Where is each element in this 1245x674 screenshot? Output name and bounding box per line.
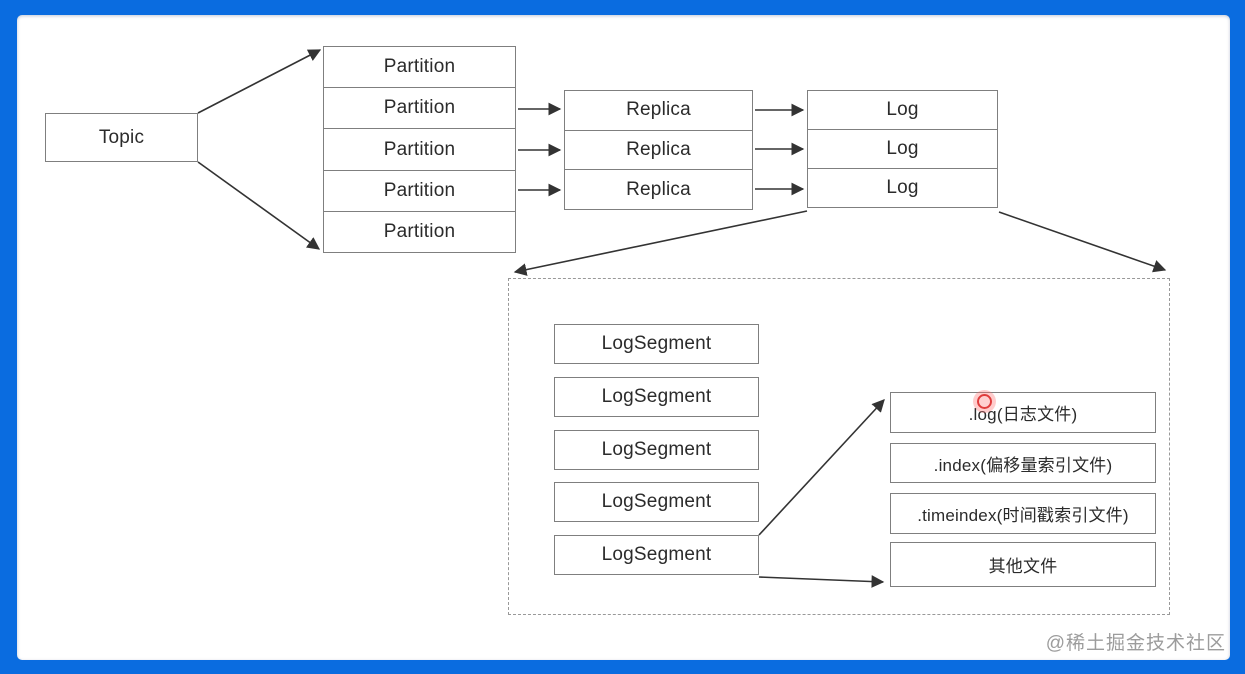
partition-box: Partition <box>324 128 515 169</box>
logsegment-box: LogSegment <box>554 482 759 522</box>
file-box-other: 其他文件 <box>890 542 1156 587</box>
file-box-other-label: 其他文件 <box>988 557 1058 576</box>
partition-box: Partition <box>324 210 515 252</box>
logsegment-box: LogSegment <box>554 535 759 575</box>
file-box-timeindex-label: .timeindex(时间戳索引文件) <box>917 506 1129 525</box>
topic-box: Topic <box>45 113 198 162</box>
partition-box: Partition <box>383 56 456 78</box>
partition-box: Partition <box>324 169 515 211</box>
logsegment-label: LogSegment <box>601 333 712 354</box>
logsegment-box: LogSegment <box>554 377 759 417</box>
logsegment-label: LogSegment <box>601 544 712 565</box>
partition-box: Partition <box>324 87 515 128</box>
replica-box: Replica <box>626 99 691 121</box>
replica-stack: Replica Replica Replica <box>564 90 753 210</box>
log-box: Log <box>808 129 997 168</box>
partition-stack: Partition Partition Partition Partition … <box>323 46 516 253</box>
logsegment-box: LogSegment <box>554 430 759 470</box>
watermark: @稀土掘金技术社区 <box>1045 633 1226 654</box>
cursor-highlight-dot <box>977 394 992 409</box>
replica-box: Replica <box>565 129 752 170</box>
arrow-log-to-dashedbox-right <box>998 211 1167 273</box>
log-box: Log <box>808 168 997 207</box>
diagram-canvas: Topic Partition Partition Partition Part… <box>17 15 1230 660</box>
arrow-log-to-dashedbox-left <box>513 210 808 276</box>
file-box-timeindex: .timeindex(时间戳索引文件) <box>890 493 1156 534</box>
arrow-topic-to-partition-top <box>197 49 322 114</box>
logsegment-box: LogSegment <box>554 324 759 364</box>
arrow-topic-to-partition-bottom <box>197 161 321 250</box>
file-box-index: .index(偏移量索引文件) <box>890 443 1156 483</box>
logsegment-label: LogSegment <box>601 439 712 460</box>
file-box-log: .log(日志文件) <box>890 392 1156 433</box>
replica-box: Replica <box>565 169 752 209</box>
log-stack: Log Log Log <box>807 90 998 208</box>
file-box-log-label: .log(日志文件) <box>968 405 1078 424</box>
log-box: Log <box>886 99 919 120</box>
log-detail-container <box>508 278 1170 615</box>
logsegment-label: LogSegment <box>601 386 712 407</box>
topic-label: Topic <box>98 126 145 148</box>
file-box-index-label: .index(偏移量索引文件) <box>933 455 1113 475</box>
logsegment-label: LogSegment <box>601 491 712 512</box>
